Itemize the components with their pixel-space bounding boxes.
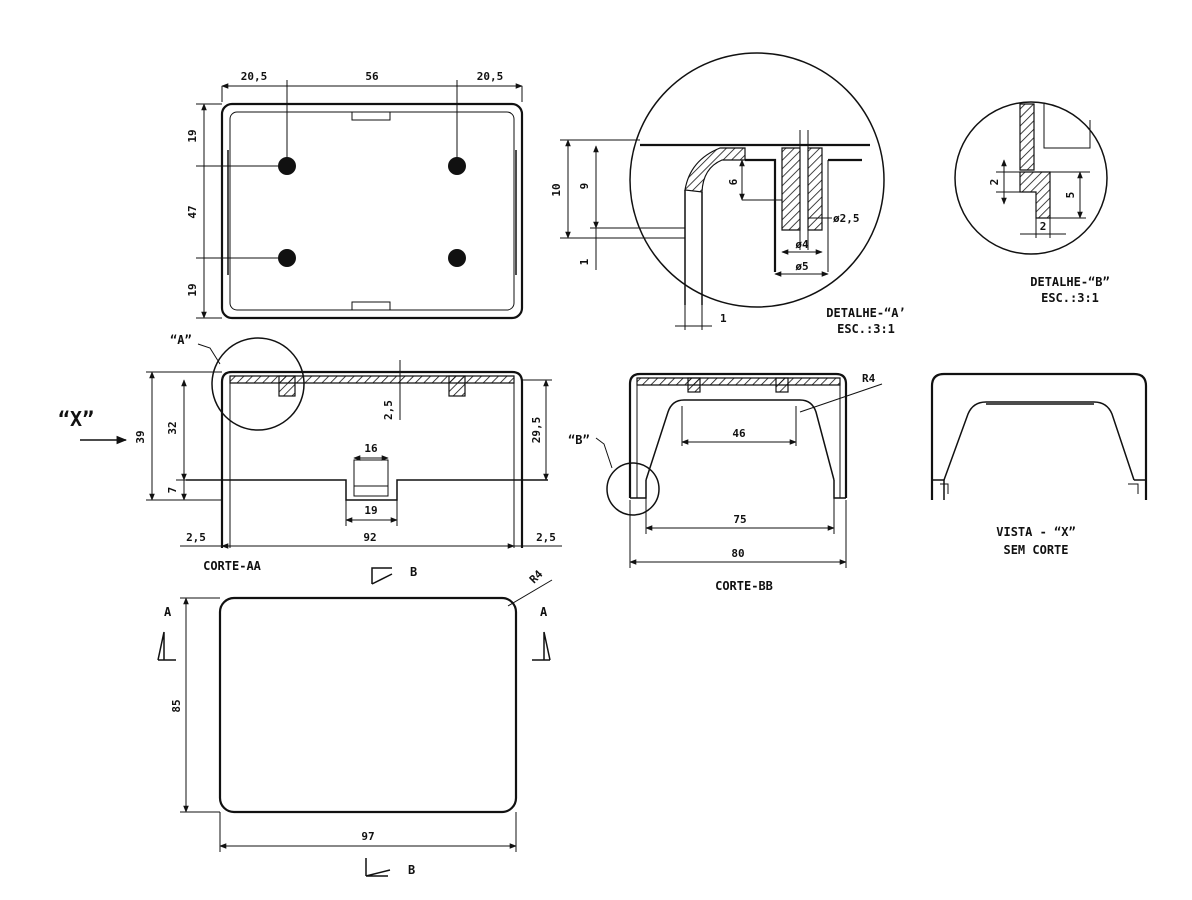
- dim-85: 85: [170, 699, 183, 712]
- section-b-letter-top: B: [410, 565, 417, 579]
- bottom-view: R4 85 97 A A B: [157, 567, 553, 877]
- detail-b-marker-circle: [606, 462, 660, 516]
- dim-phi-5: ø5: [795, 260, 808, 273]
- dim-39: 39: [134, 430, 147, 443]
- dim-97: 97: [361, 830, 374, 843]
- view-x-title-2: SEM CORTE: [1003, 543, 1068, 557]
- top-view-outer-box: [220, 102, 524, 320]
- dim-5: 5: [1064, 192, 1077, 199]
- detail-a-marker-circle: [211, 337, 305, 431]
- dim-16: 16: [364, 442, 378, 455]
- dim-2-5-left: 2,5: [186, 531, 206, 544]
- dim-19-top: 19: [186, 129, 199, 142]
- dim-56: 56: [365, 70, 379, 83]
- top-view-tab-bottom: [351, 301, 391, 311]
- dim-32: 32: [166, 421, 179, 434]
- section-aa-title: CORTE-AA: [203, 559, 262, 573]
- dim-20-5-right: 20,5: [477, 70, 504, 83]
- section-b-letter-bottom: B: [408, 863, 415, 877]
- dim-20-5-left: 20,5: [241, 70, 268, 83]
- dim-10: 10: [550, 183, 563, 196]
- detail-a-title: DETALHE-“A’: [826, 306, 905, 320]
- dim-2-left: 2: [988, 179, 1001, 186]
- dim-r4-section: R4: [862, 372, 876, 385]
- section-bb-title: CORTE-BB: [715, 579, 773, 593]
- dim-phi-4: ø4: [795, 238, 809, 251]
- section-aa: “A” “X” 39 32 7 2,5 29,5 16 19 2,5 92 2,…: [58, 333, 562, 585]
- dim-80: 80: [731, 547, 744, 560]
- dim-2-bottom: 2: [1040, 220, 1047, 233]
- detail-a-circle: [629, 52, 885, 308]
- mount-hole: [448, 249, 466, 267]
- view-x-title-1: VISTA - “X”: [996, 525, 1075, 539]
- mount-hole: [278, 157, 296, 175]
- section-a-letter-left: A: [164, 605, 172, 619]
- dim-9: 9: [578, 183, 591, 190]
- mount-hole: [278, 249, 296, 267]
- dim-46: 46: [732, 427, 746, 440]
- marker-b-label: “B”: [568, 433, 590, 447]
- dim-7: 7: [166, 487, 179, 494]
- dim-2-5-right: 2,5: [536, 531, 556, 544]
- dim-r4-bottom: R4: [527, 567, 546, 586]
- section-bb: “B” R4 46 75 80 CORTE-BB: [568, 372, 883, 593]
- top-view-tab-top: [351, 111, 391, 121]
- dim-47: 47: [186, 205, 199, 218]
- dim-29-5: 29,5: [530, 417, 543, 444]
- dim-6: 6: [727, 178, 740, 185]
- detail-a-scale: ESC.:3:1: [837, 322, 895, 336]
- detail-b-title: DETALHE-“B”: [1030, 275, 1109, 289]
- dim-phi-2-5: ø2,5: [833, 212, 860, 225]
- bottom-view-box: [218, 596, 518, 814]
- dim-1-vertical: 1: [578, 258, 591, 265]
- dim-19: 19: [364, 504, 377, 517]
- dim-19-bottom: 19: [186, 283, 199, 296]
- view-x-label: “X”: [58, 407, 94, 431]
- detail-b-scale: ESC.:3:1: [1041, 291, 1099, 305]
- dim-2-5-mid: 2,5: [382, 400, 395, 420]
- marker-a-label: “A”: [170, 333, 192, 347]
- detail-b-circle: [954, 101, 1108, 255]
- mount-hole: [448, 157, 466, 175]
- top-view-inner-box: [229, 111, 515, 311]
- view-x: VISTA - “X” SEM CORTE: [930, 372, 1148, 557]
- dim-75: 75: [733, 513, 746, 526]
- dim-1-bottom: 1: [720, 312, 727, 325]
- dim-92: 92: [363, 531, 376, 544]
- top-view: 20,5 56 20,5 19 47 19: [186, 70, 524, 320]
- detail-a: 10 9 1 6 ø2,5 ø4 ø5 1 DETALHE-“A’ ESC.:3…: [550, 52, 906, 336]
- section-a-letter-right: A: [540, 605, 548, 619]
- detail-b: 2 5 2 DETALHE-“B” ESC.:3:1: [954, 101, 1110, 305]
